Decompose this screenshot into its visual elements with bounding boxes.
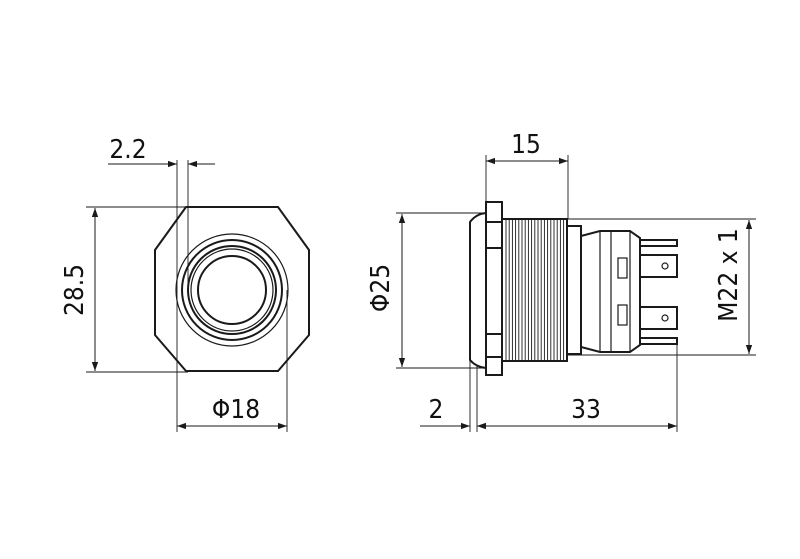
hex-nut-outline — [154, 206, 310, 372]
side-view: Φ25 15 M22 x 1 2 33 — [366, 130, 756, 432]
hex-nut-side — [485, 201, 503, 376]
terminal-tab-lower — [639, 306, 678, 330]
flange-thickness-label: 2 — [429, 395, 444, 425]
ring-width-label: 2.2 — [109, 135, 146, 165]
thread-size-label: M22 x 1 — [714, 228, 744, 322]
bezel-flange — [469, 211, 487, 370]
terminal-tab-upper — [639, 254, 678, 278]
thread-lines — [505, 220, 565, 360]
height-label: 28.5 — [60, 264, 90, 316]
terminal-hole-lower — [661, 314, 669, 322]
button-face — [197, 255, 267, 325]
terminal-pin-top — [639, 239, 678, 247]
diameter-label: Φ18 — [212, 395, 260, 425]
rear-collar — [566, 225, 582, 355]
terminal-window-lower — [617, 304, 628, 326]
terminal-window-upper — [617, 257, 628, 279]
terminal-hole-upper — [661, 262, 669, 270]
total-length-label: 33 — [571, 395, 601, 425]
led-ring — [187, 245, 277, 335]
thread-length-label: 15 — [511, 130, 541, 160]
terminal-pin-bottom — [639, 337, 678, 345]
bezel-ring — [181, 239, 283, 341]
bezel-outer-circle — [175, 233, 289, 347]
front-view: 2.2 28.5 Φ18 — [60, 135, 310, 432]
overall-diameter-label: Φ25 — [366, 264, 396, 312]
led-ring-inner — [190, 248, 274, 332]
